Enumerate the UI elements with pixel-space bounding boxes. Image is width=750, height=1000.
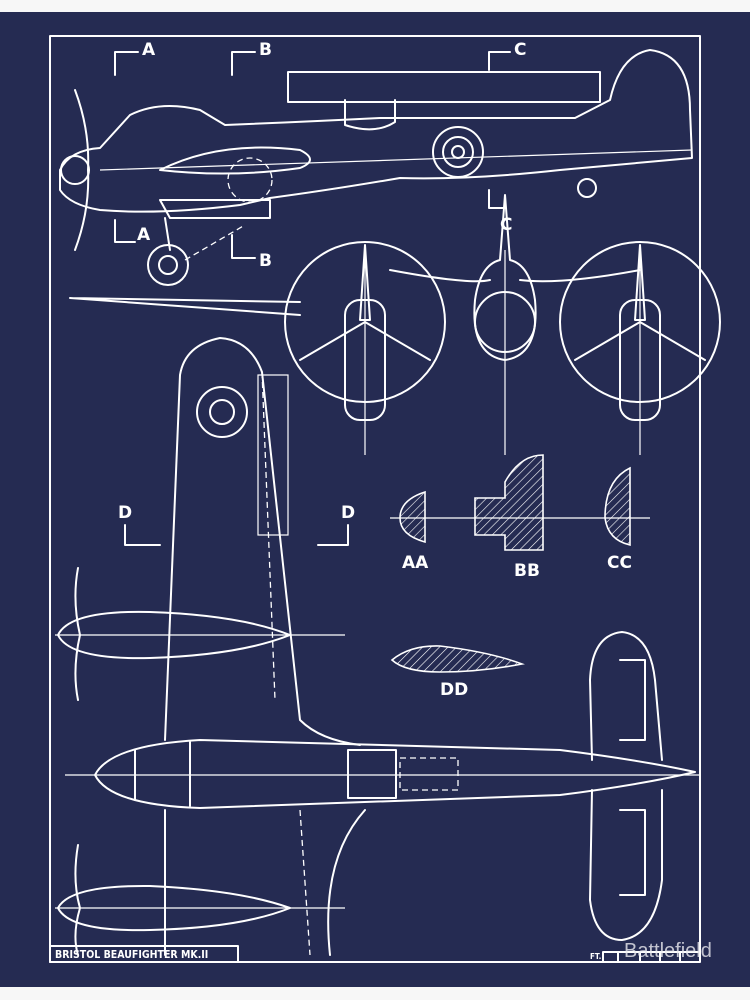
scale-unit: FT. [590, 952, 601, 961]
marker-a-top: A [142, 40, 156, 60]
section-bb-label: BB [514, 561, 540, 581]
marker-b-bottom: B [259, 251, 272, 271]
section-dd-label: DD [440, 680, 468, 700]
frame-border [49, 35, 701, 963]
aircraft-title: BRISTOL BEAUFIGHTER MK.II [55, 949, 208, 961]
marker-d-left: D [118, 503, 132, 523]
section-markers: A B C A B C D D [114, 40, 526, 546]
cross-sections: AA BB CC DD [390, 454, 650, 700]
scale-bar [602, 951, 699, 963]
marker-d-right: D [341, 503, 355, 523]
top-view [55, 337, 700, 956]
section-aa-label: AA [402, 553, 429, 573]
marker-b-top: B [259, 40, 272, 60]
watermark: Battlefield [624, 940, 712, 962]
front-view [69, 194, 721, 455]
side-view [59, 49, 693, 286]
title-block [49, 945, 239, 963]
marker-a-bottom: A [137, 225, 151, 245]
section-cc-label: CC [607, 553, 632, 573]
marker-c-top: C [514, 40, 526, 60]
